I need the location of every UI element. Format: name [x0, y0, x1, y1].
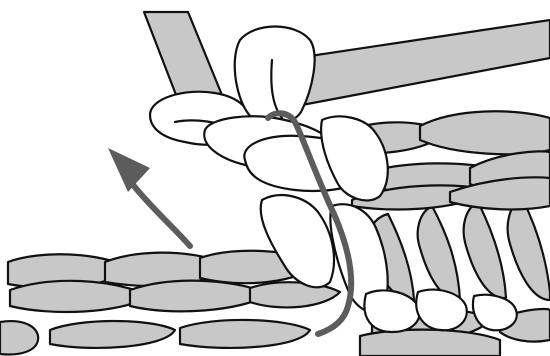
column-stitch-2	[418, 206, 460, 300]
direction-arrow-shaft	[134, 186, 190, 246]
column-stitch-3	[464, 202, 506, 298]
direction-arrow-head	[108, 148, 150, 192]
back-stitch-2	[420, 111, 550, 154]
bottom-stitch-1	[0, 321, 38, 354]
bottom-stitch-2	[50, 321, 175, 348]
direction-arrow-icon	[108, 148, 190, 246]
hook-loop-1	[235, 27, 315, 125]
column-stitches	[368, 198, 550, 300]
hook-handle-upper	[144, 12, 222, 100]
bottom-stitch-6	[360, 330, 500, 356]
bottom-stitch-3	[180, 320, 310, 348]
column-stitch-4	[508, 198, 550, 300]
